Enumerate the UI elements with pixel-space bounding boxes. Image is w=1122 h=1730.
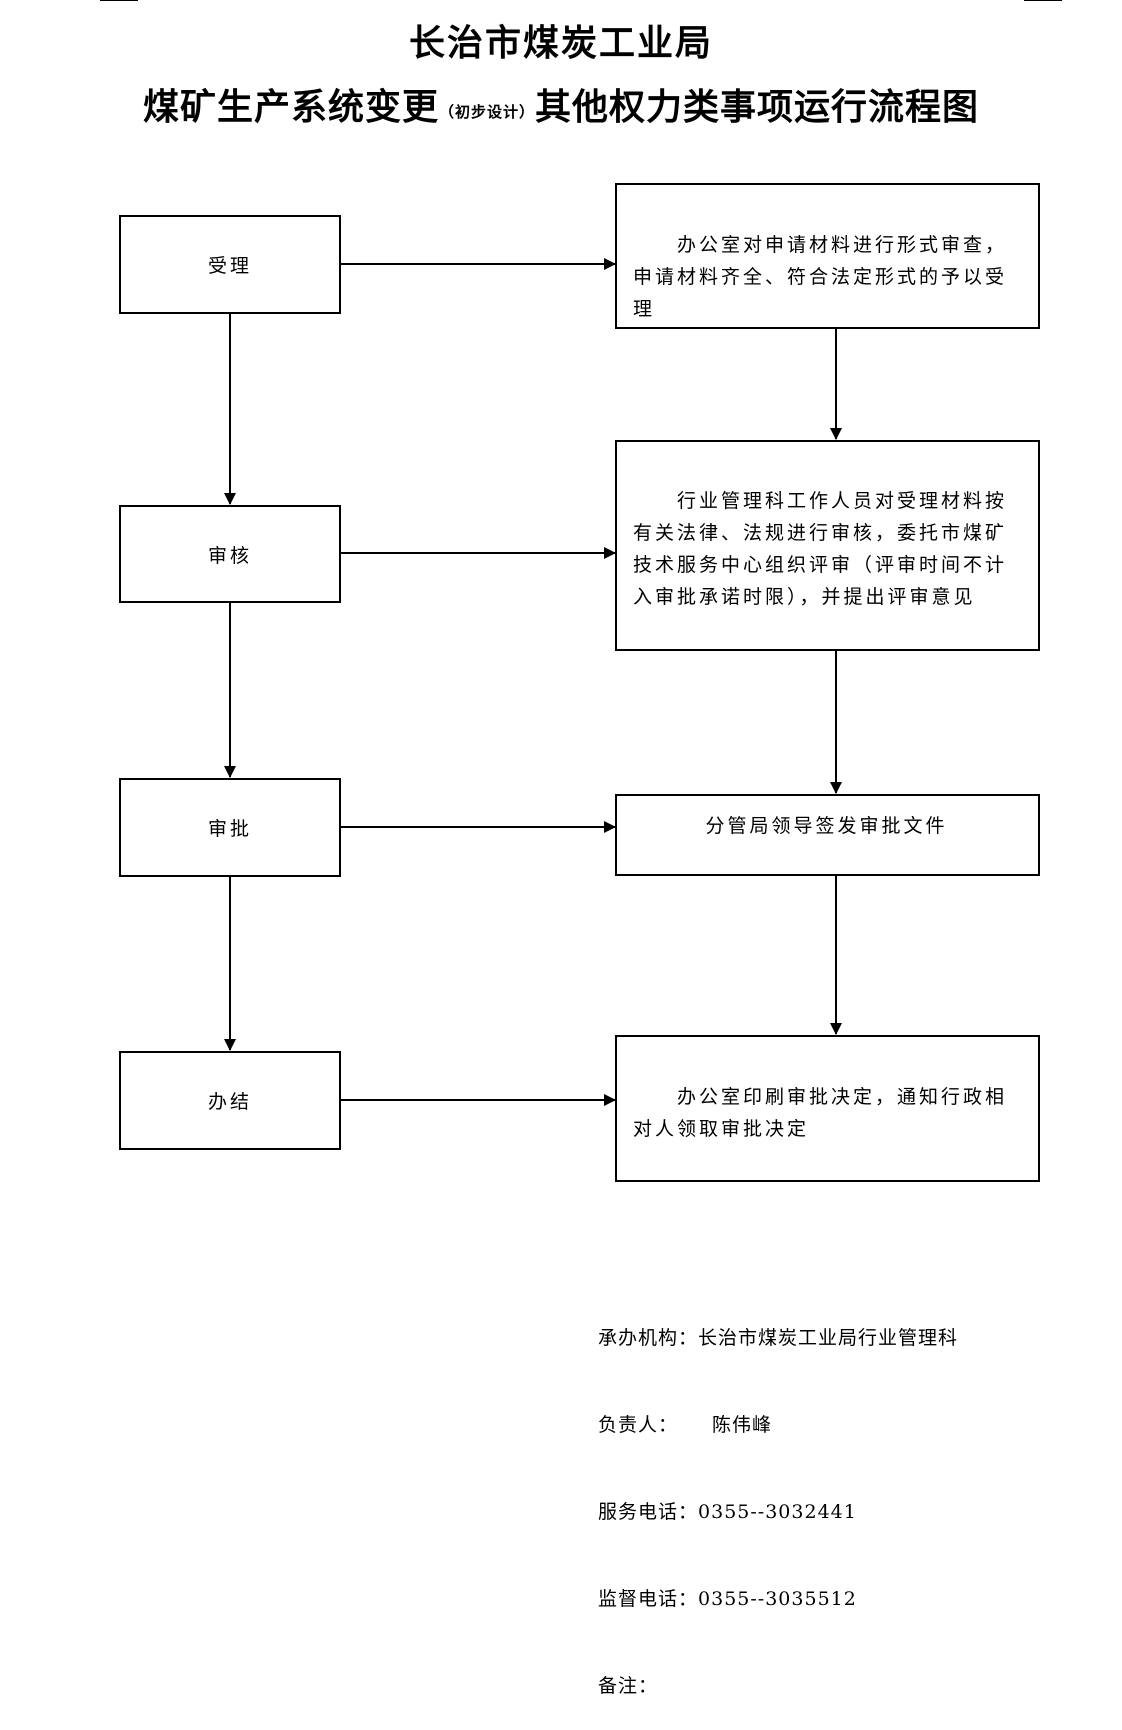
supervise-phone-label: 监督电话： xyxy=(598,1588,699,1610)
stage-close-box: 办结 xyxy=(119,1051,341,1150)
desc-review-text: 行业管理科工作人员对受理材料按有关法律、法规进行审核，委托市煤矿技术服务中心组织… xyxy=(633,490,1008,608)
desc-review-box: 行业管理科工作人员对受理材料按有关法律、法规进行审核，委托市煤矿技术服务中心组织… xyxy=(615,440,1040,651)
stage-accept-label: 受理 xyxy=(207,255,252,277)
desc-close-text: 办公室印刷审批决定，通知行政相对人领取审批决定 xyxy=(633,1086,1008,1140)
owner-value: 陈伟峰 xyxy=(712,1414,773,1436)
desc-approve-text: 分管局领导签发审批文件 xyxy=(705,815,948,837)
supervise-phone-row: 监督电话：0355--3035512 xyxy=(598,1585,958,1614)
remark-label: 备注： xyxy=(598,1675,659,1697)
supervise-phone-value: 0355--3035512 xyxy=(698,1588,857,1610)
subtitle-note: （初步设计） xyxy=(438,103,535,121)
service-phone-value: 0355--3032441 xyxy=(698,1501,857,1523)
org-row: 承办机构：长治市煤炭工业局行业管理科 xyxy=(598,1324,958,1353)
org-label: 承办机构： xyxy=(598,1327,699,1349)
contact-info: 承办机构：长治市煤炭工业局行业管理科 负责人：陈伟峰 服务电话：0355--30… xyxy=(598,1266,958,1730)
remark-row: 备注： xyxy=(598,1672,958,1701)
stage-review-label: 审核 xyxy=(207,544,252,567)
page-title: 长治市煤炭工业局 xyxy=(408,22,713,64)
subtitle-main: 煤矿生产系统变更 xyxy=(142,86,439,128)
flow-connectors xyxy=(224,258,842,1106)
desc-close-box: 办公室印刷审批决定，通知行政相对人领取审批决定 xyxy=(615,1035,1040,1182)
stage-accept-box: 受理 xyxy=(119,215,341,314)
desc-accept-box: 办公室对申请材料进行形式审查，申请材料齐全、符合法定形式的予以受理 xyxy=(615,183,1040,329)
stage-review-box: 审核 xyxy=(119,505,341,603)
service-phone-row: 服务电话：0355--3032441 xyxy=(598,1498,958,1527)
org-value: 长治市煤炭工业局行业管理科 xyxy=(698,1327,959,1349)
desc-accept-text: 办公室对申请材料进行形式审查，申请材料齐全、符合法定形式的予以受理 xyxy=(633,234,1008,320)
owner-label: 负责人： xyxy=(598,1414,679,1436)
top-right-rule xyxy=(1024,0,1062,1)
subtitle-tail: 其他权力类事项运行流程图 xyxy=(535,86,980,128)
stage-approve-box: 审批 xyxy=(119,778,341,877)
top-left-rule xyxy=(100,0,138,1)
page-subtitle: 煤矿生产系统变更（初步设计）其他权力类事项运行流程图 xyxy=(0,78,1122,130)
stage-approve-label: 审批 xyxy=(207,818,252,840)
desc-approve-box: 分管局领导签发审批文件 xyxy=(615,794,1040,876)
service-phone-label: 服务电话： xyxy=(598,1501,699,1523)
stage-close-label: 办结 xyxy=(207,1091,252,1113)
owner-row: 负责人： 陈伟峰 xyxy=(598,1411,958,1440)
